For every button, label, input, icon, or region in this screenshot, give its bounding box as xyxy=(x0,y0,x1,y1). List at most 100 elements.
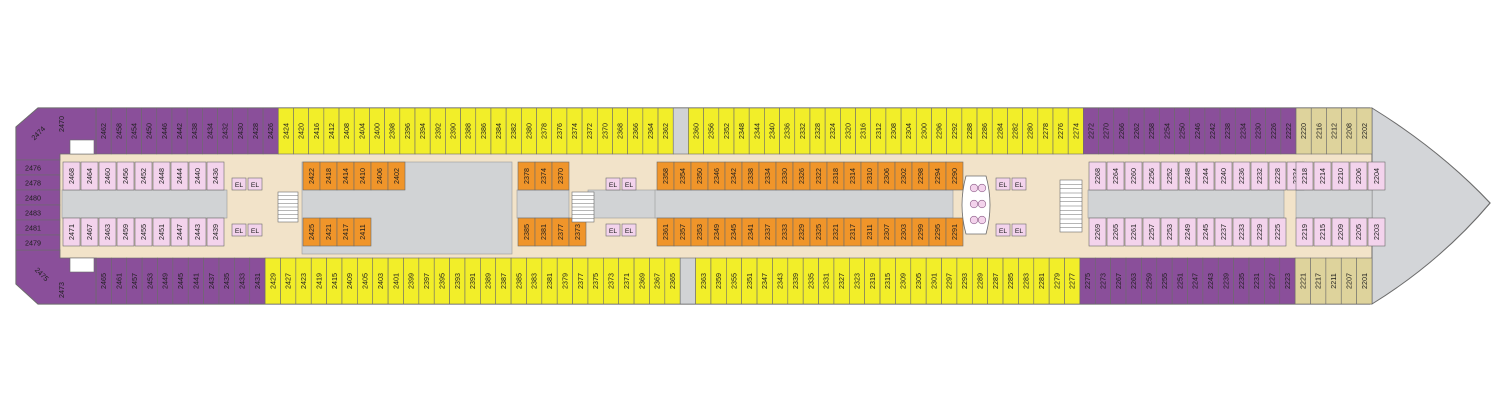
cabin-2206[interactable] xyxy=(1349,161,1368,191)
cabin-number: 2433 xyxy=(238,273,247,289)
cabin-2253[interactable] xyxy=(1160,217,1179,247)
cabin-number: 2396 xyxy=(403,123,412,139)
elevator-label: EL xyxy=(609,228,618,235)
cabin-2229[interactable] xyxy=(1250,217,1269,247)
cabin-2204[interactable] xyxy=(1367,161,1386,191)
cabin-2264[interactable] xyxy=(1106,161,1125,191)
cabin-number: 2334 xyxy=(763,168,772,184)
hull-base xyxy=(15,107,1491,305)
cabin-2443[interactable] xyxy=(188,217,207,247)
cabin-number: 2292 xyxy=(950,123,959,139)
cabin-number: 2347 xyxy=(760,273,769,289)
cabin-2447[interactable] xyxy=(170,217,189,247)
cabin-2436[interactable] xyxy=(206,161,225,191)
cabin-2261[interactable] xyxy=(1124,217,1143,247)
cabin-number: 2359 xyxy=(714,273,723,289)
cabin-2468[interactable] xyxy=(62,161,81,191)
cabin-2244[interactable] xyxy=(1196,161,1215,191)
cabin-2456[interactable] xyxy=(116,161,135,191)
cabin-2451[interactable] xyxy=(152,217,171,247)
cabin-2237[interactable] xyxy=(1214,217,1233,247)
cabin-number: 2307 xyxy=(882,224,891,240)
cabin-number: 2287 xyxy=(991,273,1000,289)
cabin-number: 2285 xyxy=(1006,273,1015,289)
cabin-number: 2460 xyxy=(103,168,112,184)
cabin-2205[interactable] xyxy=(1349,217,1368,247)
cabin-2471[interactable] xyxy=(62,217,81,247)
cabin-number: 2258 xyxy=(1147,123,1156,139)
cabin-2257[interactable] xyxy=(1142,217,1161,247)
cabin-number: 2429 xyxy=(268,273,277,289)
cabin-number: 2212 xyxy=(1330,123,1339,139)
cabin-2248[interactable] xyxy=(1178,161,1197,191)
cabin-2444[interactable] xyxy=(170,161,189,191)
cabin-2467[interactable] xyxy=(80,217,99,247)
cabin-number: 2443 xyxy=(193,224,202,240)
cabin-2202[interactable] xyxy=(1356,107,1373,155)
cabin-number: 2316 xyxy=(859,123,868,139)
cabin-2268[interactable] xyxy=(1088,161,1107,191)
cabin-2228[interactable] xyxy=(1268,161,1287,191)
cabin-2233[interactable] xyxy=(1232,217,1251,247)
cabin-number: 2236 xyxy=(1237,168,1246,184)
elevator xyxy=(231,223,247,237)
cabin-2249[interactable] xyxy=(1178,217,1197,247)
cabin-2290[interactable] xyxy=(945,161,964,191)
cabin-2464[interactable] xyxy=(80,161,99,191)
cabin-2236[interactable] xyxy=(1232,161,1251,191)
cabin-number: 2378 xyxy=(540,123,549,139)
cabin-2209[interactable] xyxy=(1331,217,1350,247)
cabin-number: 2326 xyxy=(797,168,806,184)
cabin-2291[interactable] xyxy=(945,217,964,247)
cabin-2459[interactable] xyxy=(116,217,135,247)
cabin-2240[interactable] xyxy=(1214,161,1233,191)
cabin-number: 2438 xyxy=(190,123,199,139)
cabin-2463[interactable] xyxy=(98,217,117,247)
cabin-number: 2454 xyxy=(129,123,138,139)
cabin-2225[interactable] xyxy=(1268,217,1287,247)
cabin-2214[interactable] xyxy=(1313,161,1332,191)
cabin-number: 2456 xyxy=(121,168,130,184)
cabin-number: 2358 xyxy=(661,168,670,184)
cabin-number: 2267 xyxy=(1114,273,1123,289)
elevator xyxy=(605,223,621,237)
cabin-2455[interactable] xyxy=(134,217,153,247)
cabin-2215[interactable] xyxy=(1313,217,1332,247)
cabin-2256[interactable] xyxy=(1142,161,1161,191)
cabin-2252[interactable] xyxy=(1160,161,1179,191)
cabin-2448[interactable] xyxy=(152,161,171,191)
public-area xyxy=(654,189,954,219)
cabin-number: 2343 xyxy=(776,273,785,289)
cabin-2269[interactable] xyxy=(1088,217,1107,247)
cabin-2203[interactable] xyxy=(1367,217,1386,247)
cabin-number: 2401 xyxy=(391,273,400,289)
cabin-2411[interactable] xyxy=(353,217,372,247)
cabin-number: 2356 xyxy=(707,123,716,139)
cabin-2201[interactable] xyxy=(1356,257,1373,305)
cabin-number: 2431 xyxy=(253,273,262,289)
cabin-2219[interactable] xyxy=(1295,217,1314,247)
cabin-number: 2420 xyxy=(297,123,306,139)
cabin-2210[interactable] xyxy=(1331,161,1350,191)
cabin-number: 2377 xyxy=(556,224,565,240)
cabin-2218[interactable] xyxy=(1295,161,1314,191)
cabin-number: 2293 xyxy=(960,273,969,289)
cabin-2439[interactable] xyxy=(206,217,225,247)
cabin-2265[interactable] xyxy=(1106,217,1125,247)
cabin-number: 2216 xyxy=(1314,123,1323,139)
cabin-number: 2273 xyxy=(1098,273,1107,289)
cabin-2232[interactable] xyxy=(1250,161,1269,191)
cabin-2370[interactable] xyxy=(551,161,570,191)
cabin-number: 2415 xyxy=(330,273,339,289)
cabin-2460[interactable] xyxy=(98,161,117,191)
cabin-number: 2386 xyxy=(479,123,488,139)
cabin-2452[interactable] xyxy=(134,161,153,191)
cabin-number: 2406 xyxy=(375,168,384,184)
cabin-2440[interactable] xyxy=(188,161,207,191)
cabin-number: 2318 xyxy=(831,168,840,184)
cabin-number: 2385 xyxy=(522,224,531,240)
cabin-2245[interactable] xyxy=(1196,217,1215,247)
cabin-2260[interactable] xyxy=(1124,161,1143,191)
cabin-2479[interactable] xyxy=(15,234,61,251)
cabin-2402[interactable] xyxy=(387,161,406,191)
